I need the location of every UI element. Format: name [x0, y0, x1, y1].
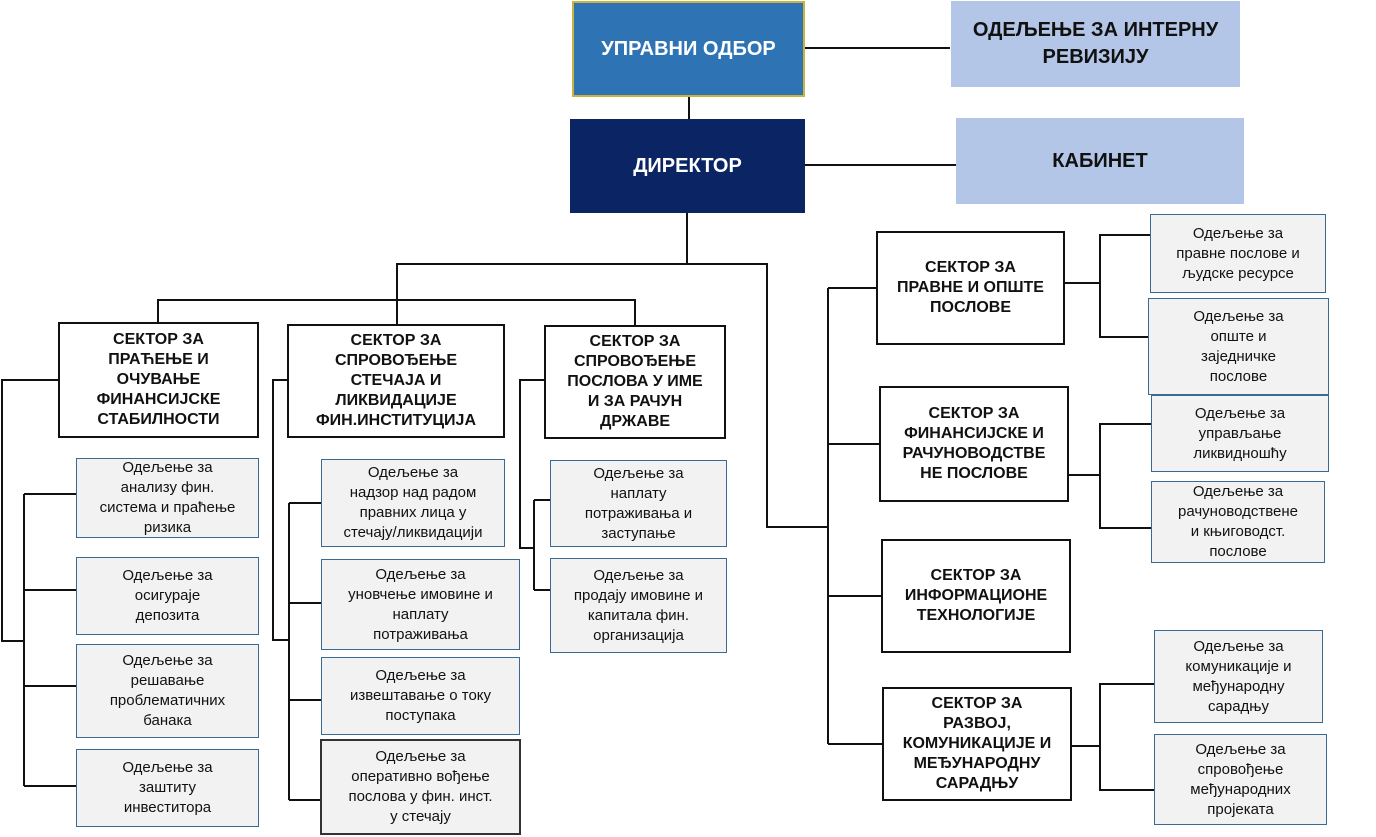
- stability-bus: [157, 299, 397, 322]
- sector-title: СЕКТОР ЗА ПРАЋЕЊЕ И ОЧУВАЊЕ ФИНАНСИЈСКЕ …: [96, 331, 221, 428]
- dept-development-1: Одељење за комуникације и међународну са…: [1154, 630, 1323, 723]
- dept-label: Одељење за управљање ликвидношћу: [1193, 404, 1287, 462]
- dept-label: Одељење за надзор над радом правних лица…: [343, 464, 483, 541]
- sector-title: СЕКТОР ЗА СПРОВОЂЕЊЕ ПОСЛОВА У ИМЕ И ЗА …: [567, 333, 703, 430]
- dept-label: Одељење за наплату потраживања и заступа…: [584, 464, 693, 542]
- sector-state: СЕКТОР ЗА СПРОВОЂЕЊЕ ПОСЛОВА У ИМЕ И ЗА …: [544, 325, 726, 439]
- dept-bankruptcy-3: Одељење за извештавање о току поступака: [321, 657, 520, 735]
- dept-label: Одељење за продају имовине и капитала фи…: [573, 566, 704, 644]
- director-box: ДИРЕКТОР: [570, 119, 805, 213]
- sector-title: СЕКТОР ЗА СПРОВОЂЕЊЕ СТЕЧАЈА И ЛИКВИДАЦИ…: [315, 332, 476, 429]
- dept-label: Одељење за решавање проблематичних банак…: [109, 652, 226, 729]
- sector-legal: СЕКТОР ЗА ПРАВНЕ И ОПШТЕ ПОСЛОВЕ: [876, 231, 1065, 345]
- board-box: УПРАВНИ ОДБОР: [572, 1, 805, 97]
- dept-label: Одељење за комуникације и међународну са…: [1185, 637, 1292, 715]
- dept-label: Одељење за рачуноводствене и књиговодст.…: [1178, 483, 1298, 560]
- dept-finance-1: Одељење за управљање ликвидношћу: [1151, 395, 1329, 472]
- state-dept-spine: [519, 379, 544, 549]
- cabinet-box: КАБИНЕТ: [956, 118, 1244, 204]
- sector-title: СЕКТОР ЗА ФИНАНСИЈСКЕ И РАЧУНОВОДСТВЕ НЕ…: [902, 405, 1046, 482]
- dept-state-2: Одељење за продају имовине и капитала фи…: [550, 558, 727, 653]
- dept-bankruptcy-1: Одељење за надзор над радом правних лица…: [321, 459, 505, 547]
- dept-label: Одељење за уновчење имовине и наплату по…: [348, 565, 493, 643]
- dept-stability-1: Одељење за анализу фин. система и праћењ…: [76, 458, 259, 538]
- internal-audit-label: ОДЕЉЕЊЕ ЗА ИНТЕРНУ РЕВИЗИЈУ: [972, 19, 1219, 68]
- dept-label: Одељење за опште и заједничке послове: [1193, 307, 1284, 385]
- dept-label: Одељење за оперативно вођење послова у ф…: [348, 748, 493, 825]
- dept-label: Одељење за извештавање о току поступака: [349, 667, 492, 724]
- development-dept-bracket: [1099, 683, 1154, 791]
- dept-development-2: Одељење за спровођење међународних проје…: [1154, 734, 1327, 825]
- sector-title: СЕКТОР ЗА ИНФОРМАЦИОНЕ ТЕХНОЛОГИЈЕ: [904, 567, 1048, 624]
- dept-finance-2: Одељење за рачуноводствене и књиговодст.…: [1151, 481, 1325, 563]
- dept-stability-3: Одељење за решавање проблематичних банак…: [76, 644, 259, 738]
- board-label: УПРАВНИ ОДБОР: [601, 37, 776, 60]
- left-sectors-bus: [396, 263, 828, 528]
- dept-stability-2: Одељење за осигураје депозита: [76, 557, 259, 635]
- dept-label: Одељење за спровођење међународних проје…: [1190, 740, 1291, 818]
- dept-state-1: Одељење за наплату потраживања и заступа…: [550, 460, 727, 547]
- internal-audit-box: ОДЕЉЕЊЕ ЗА ИНТЕРНУ РЕВИЗИЈУ: [951, 1, 1240, 87]
- sector-bankruptcy: СЕКТОР ЗА СПРОВОЂЕЊЕ СТЕЧАЈА И ЛИКВИДАЦИ…: [287, 324, 505, 438]
- dept-label: Одељење за анализу фин. система и праћењ…: [99, 459, 236, 536]
- sector-finance: СЕКТОР ЗА ФИНАНСИЈСКЕ И РАЧУНОВОДСТВЕ НЕ…: [879, 386, 1069, 502]
- sector-development: СЕКТОР ЗА РАЗВОЈ, КОМУНИКАЦИЈЕ И МЕЂУНАР…: [882, 687, 1072, 801]
- dept-legal-2: Одељење за опште и заједничке послове: [1148, 298, 1329, 395]
- director-label: ДИРЕКТОР: [633, 154, 742, 177]
- sector-stability: СЕКТОР ЗА ПРАЋЕЊЕ И ОЧУВАЊЕ ФИНАНСИЈСКЕ …: [58, 322, 259, 438]
- dept-bankruptcy-2: Одељење за уновчење имовине и наплату по…: [321, 559, 520, 650]
- state-bus: [397, 299, 636, 325]
- dept-label: Одељење за осигураје депозита: [122, 567, 213, 624]
- dept-stability-4: Одељење за заштиту инвеститора: [76, 749, 259, 827]
- finance-dept-bracket: [1099, 423, 1151, 529]
- dept-legal-1: Одељење за правне послове и људске ресур…: [1150, 214, 1326, 293]
- dept-label: Одељење за правне послове и људске ресур…: [1176, 224, 1300, 282]
- bankruptcy-dept-spine: [272, 379, 289, 641]
- sector-title: СЕКТОР ЗА ПРАВНЕ И ОПШТЕ ПОСЛОВЕ: [897, 259, 1044, 316]
- sector-title: СЕКТОР ЗА РАЗВОЈ, КОМУНИКАЦИЈЕ И МЕЂУНАР…: [902, 695, 1052, 792]
- dept-bankruptcy-4: Одељење за оперативно вођење послова у ф…: [320, 739, 521, 835]
- cabinet-label: КАБИНЕТ: [1052, 149, 1148, 172]
- stability-dept-spine: [1, 379, 58, 642]
- sector-it: СЕКТОР ЗА ИНФОРМАЦИОНЕ ТЕХНОЛОГИЈЕ: [881, 539, 1071, 653]
- dept-label: Одељење за заштиту инвеститора: [122, 759, 213, 816]
- legal-dept-bracket: [1099, 234, 1150, 338]
